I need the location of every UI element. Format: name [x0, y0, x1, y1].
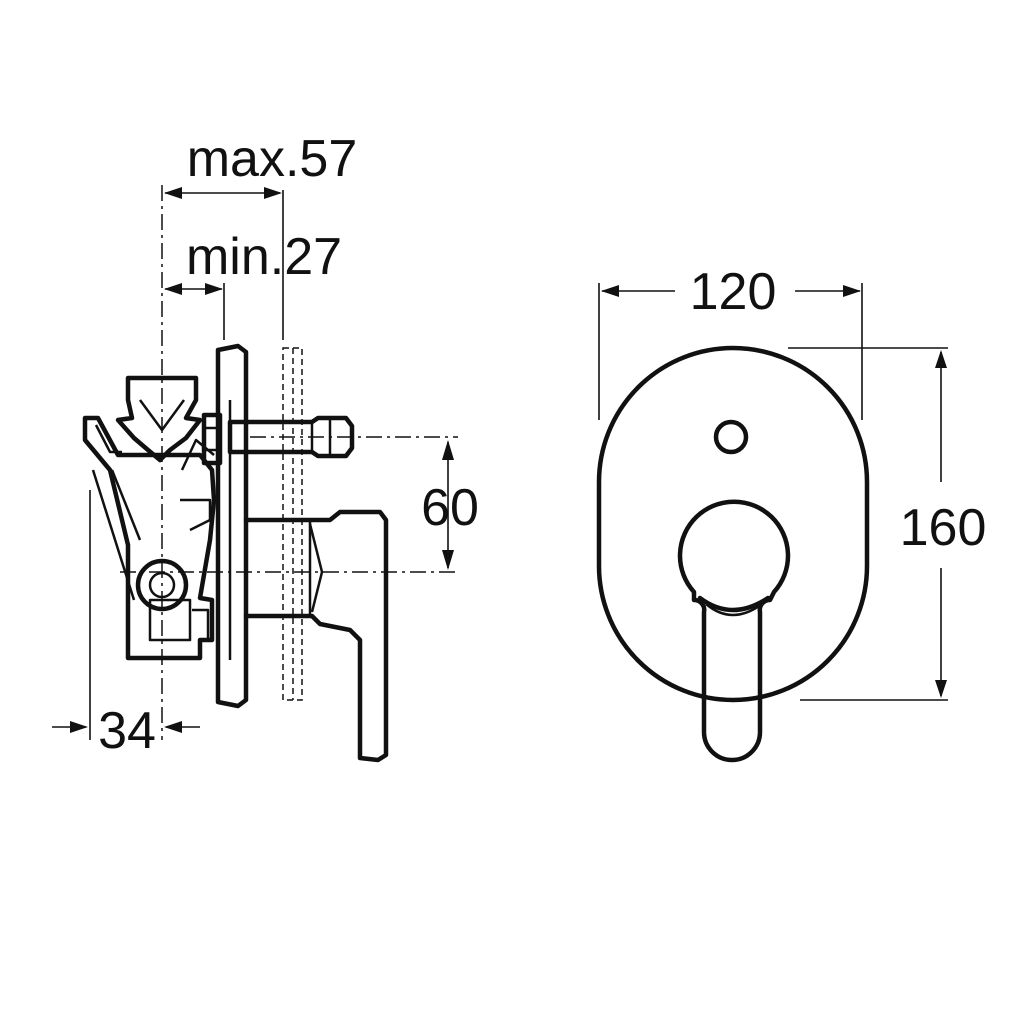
front-handle	[677, 499, 791, 763]
cover-plate-outline	[596, 345, 870, 703]
front-view: 120 160	[596, 263, 987, 763]
outlet-spacing-label: 60	[421, 479, 479, 537]
mounting-plate	[215, 343, 249, 709]
min-dimension: min.27	[164, 228, 342, 295]
diverter-button	[713, 419, 749, 455]
min-depth-label: min.27	[186, 228, 342, 286]
body-offset-dimension: 34	[52, 490, 200, 760]
plate-width-dimension: 120	[598, 263, 863, 420]
side-handle	[243, 509, 389, 763]
outlet-spacing-dimension: 60	[421, 440, 479, 570]
plate-height-label: 160	[900, 499, 987, 557]
plate-height-dimension: 160	[788, 347, 987, 701]
valve-outlet-circle	[135, 558, 189, 612]
plate-width-label: 120	[690, 263, 777, 321]
max-dimension: max.57	[164, 130, 357, 199]
valve-body	[82, 375, 217, 661]
side-view: max.57 min.27	[52, 130, 479, 763]
body-offset-label: 34	[98, 702, 156, 760]
max-depth-label: max.57	[187, 130, 358, 188]
